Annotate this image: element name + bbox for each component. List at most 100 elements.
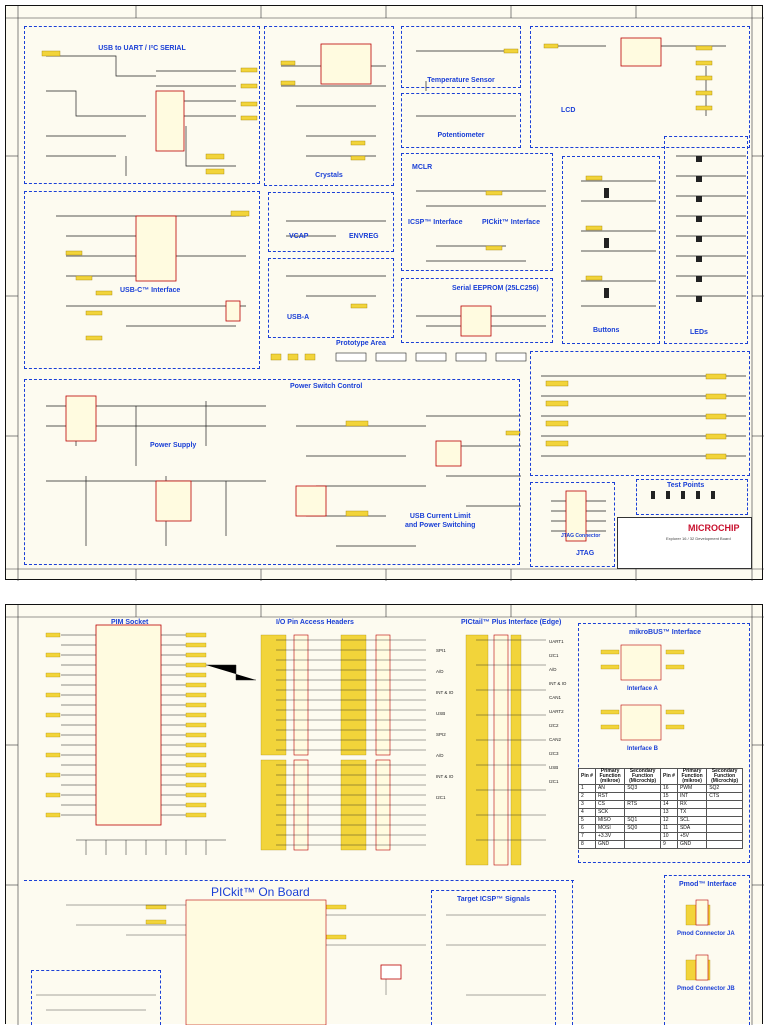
table-cell: TX	[676, 808, 708, 817]
pictail-group-label: A/D	[549, 667, 557, 672]
title-block-1: MICROCHIP Explorer 16 / 32 Development B…	[617, 517, 752, 569]
block-title-target-icsp: Target ICSP™ Signals	[457, 896, 530, 903]
table-cell: +3.3V	[594, 832, 626, 841]
table-cell: 13	[659, 808, 678, 817]
table-cell: SQ3	[624, 784, 661, 793]
table-cell: CTS	[706, 792, 743, 801]
block-title-pim: PIM Socket	[111, 619, 149, 626]
table-cell: 9	[659, 840, 678, 849]
label-pmod-jb: Pmod Connector JB	[677, 986, 735, 992]
block-title-potentiometer: Potentiometer	[437, 132, 485, 139]
block-target-icsp: Target ICSP™ Signals	[431, 890, 556, 1025]
block-usba: USB-A	[268, 258, 394, 338]
mikrobus-table-header: Pin # Primary Function (mikroe) Secondar…	[578, 768, 743, 785]
table-cell: 6	[578, 824, 596, 833]
block-mikrobus: mikroBUS™ Interface Interface A Interfac…	[578, 623, 750, 863]
schematic-sheet-2: PIM Socket I/O Pin Access Headers PICtai…	[5, 604, 764, 1025]
block-title-jtag-connector: JTAG Connector	[561, 533, 601, 539]
pictail-group-labels-left: SPI1 A/D INT & IO USB SPI2 A/D INT & IO …	[436, 640, 466, 808]
table-cell	[706, 800, 743, 809]
pictail-group-label: I2C2	[549, 723, 559, 728]
pictail-group-label: A/D	[436, 753, 444, 758]
block-title-usbc: USB-C™ Interface	[120, 287, 181, 294]
table-cell: RST	[594, 792, 626, 801]
label-interface-b: Interface B	[627, 746, 659, 752]
pickit-onboard-divider	[24, 880, 574, 881]
table-cell	[706, 808, 743, 817]
pictail-group-label: INT & IO	[436, 690, 454, 695]
block-title-prototype: Prototype Area	[336, 340, 386, 347]
table-header-cell: Secondary Function (Microchip)	[624, 768, 661, 785]
block-title-power-switch: Power Switch Control	[290, 383, 363, 390]
table-cell: GND	[676, 840, 708, 849]
table-header-cell: Secondary Function (Microchip)	[706, 768, 743, 785]
block-title-leds: LEDs	[690, 329, 708, 336]
pictail-group-label: SPI1	[436, 648, 446, 653]
block-crystals: Crystals	[264, 26, 394, 186]
table-cell	[706, 816, 743, 825]
block-title-power-supply: Power Supply	[150, 442, 197, 449]
table-cell: 11	[659, 824, 678, 833]
table-cell: SQ2	[706, 784, 743, 793]
block-vcap-envreg: VCAP ENVREG	[268, 192, 394, 252]
table-cell: 16	[659, 784, 678, 793]
table-cell: 1	[578, 784, 596, 793]
block-title-pmod: Pmod™ Interface	[679, 881, 737, 888]
table-cell: 14	[659, 800, 678, 809]
block-leds: LEDs	[664, 136, 748, 344]
label-interface-a: Interface A	[627, 686, 658, 692]
board-name: Explorer 16 / 32 Development Board	[666, 536, 731, 541]
table-cell	[706, 832, 743, 841]
block-title-vcap: VCAP	[289, 233, 309, 240]
block-title-lcd: LCD	[561, 107, 576, 114]
table-cell: RTS	[624, 800, 661, 809]
pictail-group-label: I2C1	[549, 779, 559, 784]
table-cell: SQ0	[624, 824, 661, 833]
block-title-mikrobus: mikroBUS™ Interface	[629, 629, 701, 636]
pictail-group-label: I2C3	[549, 751, 559, 756]
block-temp-sensor: Temperature Sensor	[401, 26, 521, 88]
block-title-jtag: JTAG	[576, 550, 595, 557]
table-cell: SDA	[676, 824, 708, 833]
table-cell: RX	[676, 800, 708, 809]
pictail-group-label: INT & IO	[549, 681, 567, 686]
block-title-mclr: MCLR	[412, 164, 433, 171]
pickit-onboard-vdivider	[572, 880, 573, 1025]
block-buttons: Buttons	[562, 156, 660, 344]
sheet1-wiring	[6, 6, 764, 581]
block-title-buttons: Buttons	[593, 327, 620, 334]
table-cell	[624, 840, 661, 849]
block-title-io-headers: I/O Pin Access Headers	[276, 619, 354, 626]
block-jtag: JTAG Connector JTAG	[530, 482, 615, 567]
pictail-group-label: SPI2	[436, 732, 446, 737]
block-usb-uart: USB to UART / I²C SERIAL	[24, 26, 260, 184]
table-cell: 7	[578, 832, 596, 841]
block-buttons-right	[530, 351, 750, 476]
block-title-usba: USB-A	[287, 314, 310, 321]
block-title-crystals: Crystals	[315, 172, 343, 179]
table-cell	[624, 832, 661, 841]
table-cell: SCK	[594, 808, 626, 817]
table-cell	[706, 840, 743, 849]
table-cell: 5	[578, 816, 596, 825]
pictail-group-label: I2C1	[436, 795, 446, 800]
mikrobus-pin-table: Pin # Primary Function (mikroe) Secondar…	[578, 768, 743, 849]
table-header-cell: Pin #	[578, 768, 596, 785]
block-title-pickit: PICkit™ Interface	[482, 219, 540, 226]
block-title-eeprom: Serial EEPROM (25LC256)	[452, 285, 539, 292]
block-eeprom: Serial EEPROM (25LC256)	[401, 278, 553, 343]
label-pmod-ja: Pmod Connector JA	[677, 931, 735, 937]
pictail-group-label: UART2	[549, 709, 564, 714]
block-power: Power Switch Control Power Supply USB Cu…	[24, 379, 520, 565]
block-test-points: Test Points	[636, 479, 748, 515]
table-cell: 3	[578, 800, 596, 809]
schematic-sheet-1: USB to UART / I²C SERIAL Crystals Temper…	[5, 5, 764, 581]
